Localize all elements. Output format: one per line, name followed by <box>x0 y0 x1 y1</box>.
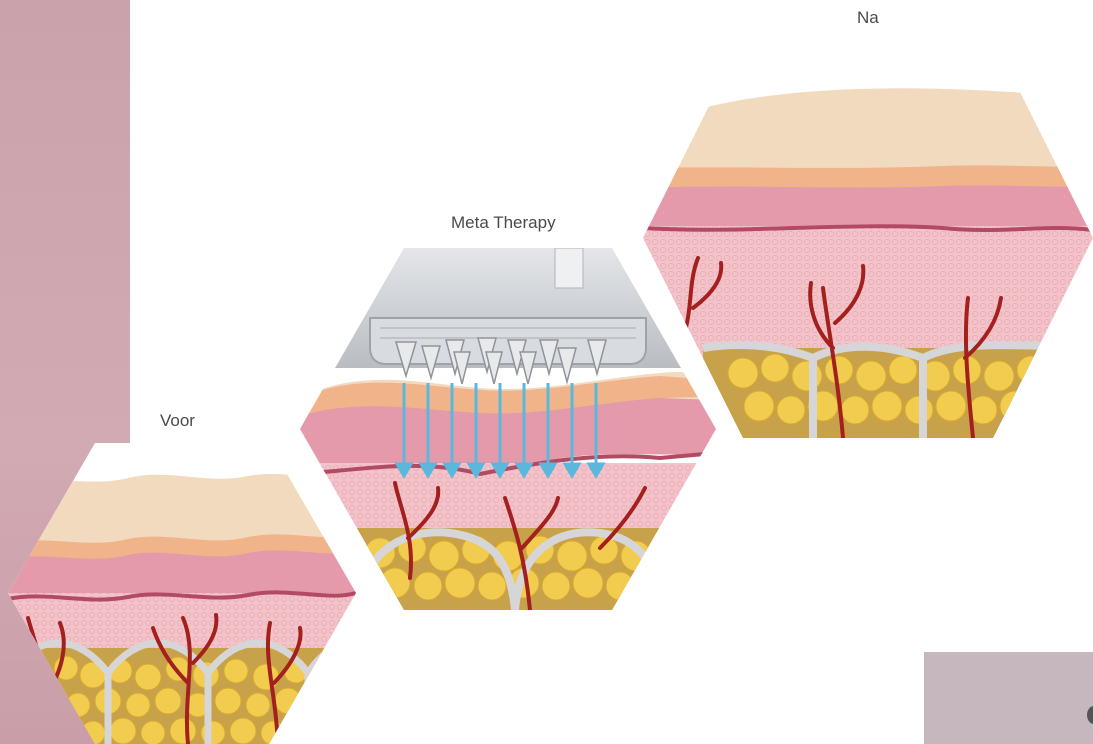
label-treatment: Meta Therapy <box>451 213 556 233</box>
arrow-down-icon <box>397 383 603 476</box>
label-before: Voor <box>160 411 195 431</box>
corner-panel <box>924 652 1093 744</box>
epidermis-layer <box>643 88 1093 178</box>
skin-panel-after <box>643 38 1093 438</box>
dermis-layer <box>643 185 1093 230</box>
fat-lobules <box>703 348 1093 438</box>
label-after: Na <box>857 8 879 28</box>
